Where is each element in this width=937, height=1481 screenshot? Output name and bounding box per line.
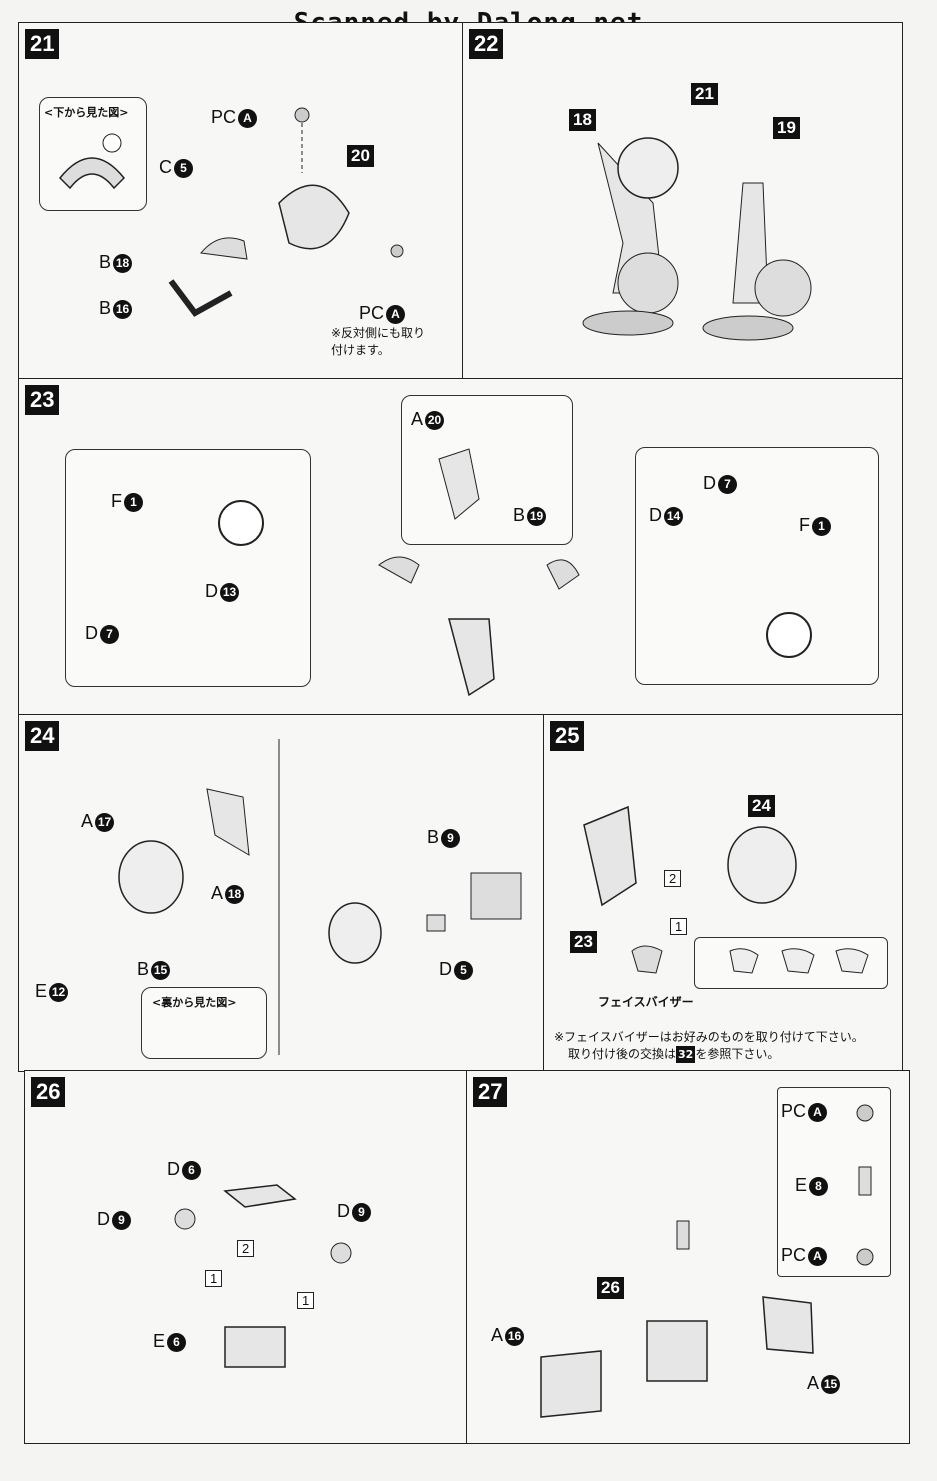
label-part-23: 23 (570, 931, 597, 953)
sequence-1-left: 1 (205, 1267, 223, 1288)
step-26-illustration (174, 1184, 352, 1368)
step-number: 26 (31, 1077, 66, 1107)
step-25-illustration (583, 805, 869, 974)
inset-title: <下から見た図> (44, 106, 129, 119)
step-27-illustration (540, 1104, 874, 1418)
label-part-24: 24 (748, 795, 775, 817)
label-part-19: 19 (773, 117, 800, 139)
label-part-21: 21 (691, 83, 718, 105)
step-24-illustration (118, 739, 522, 1055)
sequence-1-right: 1 (297, 1289, 315, 1310)
label-part-26: 26 (597, 1277, 624, 1299)
step-number: 21 (25, 29, 60, 59)
face-visor-label: フェイスバイザー (598, 995, 694, 1009)
step-22-illustration (582, 137, 812, 341)
bottom-view-inset: <下から見た図> (39, 97, 147, 211)
step-number: 22 (469, 29, 504, 59)
pc-joint-inset (777, 1087, 891, 1277)
note-other-side: ※反対側にも取り付けます。 (331, 326, 426, 357)
label-part-18: 18 (569, 109, 596, 131)
label-part-20: 20 (347, 145, 374, 167)
sequence-2: 2 (664, 867, 682, 888)
left-subassembly-inset (65, 449, 311, 687)
sequence-1: 1 (670, 915, 688, 936)
step-number: 24 (25, 721, 60, 751)
step-25-panel: 25 24 23 2 1 フェイスバイザー ※フェイスバイザーはお好みのものを取… (543, 714, 903, 1072)
step-22-panel: 22 18 21 19 (462, 22, 903, 380)
step-number: 25 (550, 721, 585, 751)
inset-title: <裏から見た図> (152, 996, 237, 1009)
back-view-inset: <裏から見た図> (141, 987, 267, 1059)
step-number: 23 (25, 385, 60, 415)
bottom-view-part-illustration (58, 133, 126, 190)
step-23-illustration (218, 448, 812, 697)
step-number: 27 (473, 1077, 508, 1107)
right-subassembly-inset (635, 447, 879, 685)
step-21-illustration (168, 107, 404, 317)
sequence-2: 2 (237, 1237, 255, 1258)
